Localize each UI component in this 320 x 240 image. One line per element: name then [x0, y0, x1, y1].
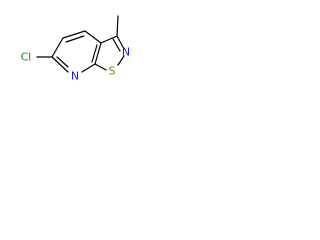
- bond-c4-c3a: [84, 30, 102, 44]
- atom-label-n-pyridine: N: [71, 70, 79, 83]
- atom-label-cl: Cl: [21, 51, 32, 64]
- bond-c5-c4-double: [65, 35, 85, 43]
- atom-label-s: S: [109, 65, 116, 78]
- bond-n2-s1: [117, 55, 125, 66]
- bond-n7-c6-double: [56, 56, 69, 68]
- bond-c3a-c7a-double: [91, 44, 98, 63]
- bond-c3-n2: [116, 35, 125, 50]
- atom-n-isothiazole: N: [122, 46, 130, 59]
- bond-c3-methyl: [116, 15, 119, 37]
- atom-n-pyridine: N: [71, 70, 79, 83]
- atom-cl: Cl: [21, 51, 32, 64]
- molecule-structure: Cl N S N: [21, 15, 130, 83]
- bond-c7a-n7: [81, 63, 96, 73]
- bond-c3a-c7a: [94, 42, 102, 65]
- bond-s1-c7a: [94, 63, 107, 71]
- bond-c6-c5: [51, 37, 64, 58]
- bond-n7-c6: [51, 56, 69, 73]
- atom-label-n-isothiazole: N: [122, 46, 130, 59]
- atom-s: S: [109, 65, 116, 78]
- bond-c3a-c3: [100, 35, 118, 44]
- bond-c5-c4: [62, 30, 86, 39]
- bond-c3-n2-double: [112, 38, 121, 52]
